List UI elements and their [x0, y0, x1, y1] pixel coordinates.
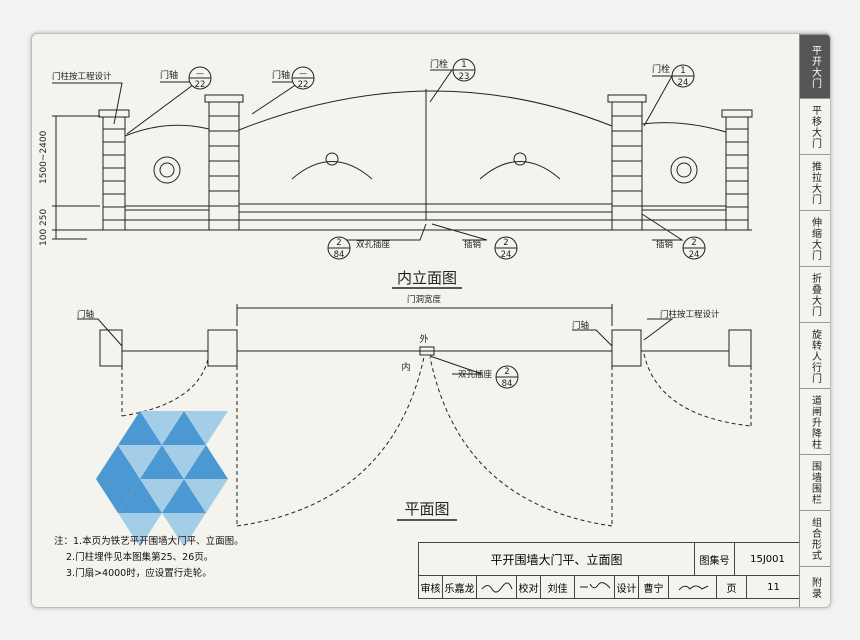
plan-inside-label: 内 — [401, 361, 410, 373]
check-label: 校对 — [517, 576, 541, 598]
callout-c3: 1 23 — [452, 58, 476, 82]
tab-retractable-gate[interactable]: 伸缩大门 — [800, 210, 830, 267]
tab-push-gate[interactable]: 推拉大门 — [800, 154, 830, 211]
label-dual-socket: 双孔插座 — [356, 239, 391, 250]
callout-c8: 2 84 — [495, 365, 519, 389]
dim-total-height: 1500~2400 — [39, 130, 49, 184]
note-3: 3.门扇>4000时，应设置行走轮。 — [66, 568, 212, 579]
svg-text:24: 24 — [678, 78, 689, 88]
tab-appendix[interactable]: 附录 — [800, 566, 830, 607]
svg-text:23: 23 — [459, 72, 470, 82]
small-gate-left — [124, 124, 210, 221]
svg-text:22: 22 — [298, 80, 309, 90]
svg-text:24: 24 — [689, 250, 700, 260]
svg-text:1: 1 — [680, 66, 685, 76]
title-block: 平开围墙大门平、立面图 图集号 15J001 审核 乐嘉龙 校对 刘佳 设计 曹… — [418, 542, 801, 599]
svg-text:1: 1 — [461, 60, 466, 70]
tab-combination[interactable]: 组合形式 — [800, 510, 830, 567]
elevation-dimensions — [52, 115, 100, 240]
note-2: 2.门柱埋件见本图集第25、26页。 — [66, 552, 214, 563]
side-tabs: 平开大门 平移大门 推拉大门 伸缩大门 折叠大门 旋转人行门 道闸升降柱 围墙围… — [799, 34, 830, 607]
tab-sliding-gate[interactable]: 平移大门 — [800, 98, 830, 155]
callout-c2: — 22 — [291, 66, 315, 90]
checker-name: 刘佳 — [541, 576, 575, 598]
reviewer-signature — [477, 576, 517, 598]
plan-dual-socket: 双孔插座 — [458, 369, 493, 380]
dim-opening-width: 门洞宽度 — [407, 294, 442, 305]
label-post-design: 门柱按工程设计 — [52, 71, 112, 82]
design-label: 设计 — [615, 576, 639, 598]
tab-swing-gate[interactable]: 平开大门 — [800, 34, 830, 99]
svg-text:2: 2 — [691, 238, 696, 248]
page-number: 11 — [767, 581, 780, 593]
label-bolt-center: 门栓 — [430, 58, 448, 70]
elevation-view — [52, 69, 753, 241]
page-label: 页 — [717, 576, 747, 598]
notes-block: 注：1.本页为铁艺平开围墙大门平、立面图。 2.门柱埋件见本图集第25、26页。… — [54, 534, 244, 582]
svg-text:2: 2 — [503, 238, 508, 248]
pillar-right-outer — [721, 109, 753, 231]
plan-pivot-right: 门轴 — [572, 320, 589, 331]
label-pivot-left: 门轴 — [160, 69, 178, 81]
plan-post-design: 门柱按工程设计 — [660, 309, 720, 320]
label-latch-left: 插销 — [464, 239, 482, 250]
callout-c4: 1 24 — [671, 64, 695, 88]
checker-signature — [575, 576, 615, 598]
svg-text:—: — — [196, 69, 204, 78]
dim-ground: 100 — [39, 229, 49, 246]
tab-barrier-bollard[interactable]: 道闸升降柱 — [800, 388, 830, 455]
label-bolt-right: 门栓 — [652, 63, 670, 75]
elevation-title: 内立面图 — [397, 269, 457, 287]
tab-folding-gate[interactable]: 折叠大门 — [800, 266, 830, 323]
tab-wall-fence[interactable]: 围墙围栏 — [800, 454, 830, 511]
plan-view — [77, 304, 752, 527]
plan-title: 平面图 — [404, 500, 449, 518]
svg-text:24: 24 — [501, 250, 512, 260]
drawing-sheet: 门柱按工程设计 门轴 门轴 门栓 门栓 双孔插座 插销 插销 1500~2400… — [31, 33, 831, 608]
reviewer-name: 乐嘉龙 — [443, 576, 477, 598]
drawing-canvas: 门柱按工程设计 门轴 门轴 门栓 门栓 双孔插座 插销 插销 1500~2400… — [39, 58, 753, 547]
atlas-number: 15J001 — [750, 553, 785, 565]
pillar-left-inner — [204, 94, 244, 231]
atlas-label: 图集号 — [695, 543, 735, 575]
plan-pivot-left: 门轴 — [77, 309, 94, 320]
svg-text:—: — — [299, 69, 307, 78]
pillar-left-outer — [98, 109, 130, 231]
main-gate — [238, 89, 613, 221]
designer-name: 曹宁 — [639, 576, 669, 598]
dim-base-height: 250 — [39, 209, 49, 226]
callout-c5: 2 84 — [327, 236, 351, 260]
callout-c1: — 22 — [188, 66, 212, 90]
triangle-logo — [96, 411, 228, 547]
drawing-title: 平开围墙大门平、立面图 — [419, 543, 695, 575]
small-gate-right — [641, 122, 727, 221]
svg-text:22: 22 — [195, 80, 206, 90]
note-1: 注：1.本页为铁艺平开围墙大门平、立面图。 — [54, 536, 244, 547]
label-latch-right: 插销 — [656, 239, 674, 250]
svg-text:2: 2 — [504, 367, 509, 377]
pillar-right-inner — [607, 94, 647, 231]
designer-signature — [669, 576, 717, 598]
plan-outside-label: 外 — [419, 333, 428, 345]
svg-text:84: 84 — [502, 379, 513, 389]
label-pivot-mid: 门轴 — [272, 69, 290, 81]
svg-text:84: 84 — [334, 250, 345, 260]
callout-c6: 2 24 — [494, 236, 518, 260]
tab-revolving-door[interactable]: 旋转人行门 — [800, 322, 830, 389]
svg-text:2: 2 — [336, 238, 341, 248]
review-label: 审核 — [419, 576, 443, 598]
callout-c7: 2 24 — [682, 236, 706, 260]
